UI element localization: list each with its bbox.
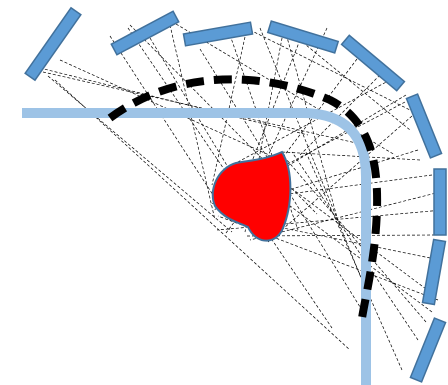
dashed-arc [107,75,382,319]
detector-panels [24,6,447,383]
detector-panel-6 [405,93,443,159]
projection-ray-1 [39,67,309,136]
detector-panel-8 [421,238,447,306]
projection-ray-27 [291,151,419,341]
detector-panel-2 [110,10,180,56]
projection-ray-19 [223,149,419,211]
projection-ray-20 [213,174,433,205]
detector-panel-5 [340,34,406,92]
detector-panel-7 [433,168,447,236]
projection-ray-34 [235,79,391,164]
projection-ray-38 [259,27,371,301]
projection-ray-24 [274,175,435,296]
projection-ray-33 [229,39,301,218]
detector-panel-1 [24,6,82,82]
projection-ray-23 [216,209,444,231]
projection-ray-10 [249,29,421,116]
detector-panel-9 [409,317,447,383]
projection-ray-18 [267,115,413,243]
detector-panel-4 [266,20,340,54]
projection-ray-12 [284,29,341,229]
projection-ray-26 [279,151,427,323]
projection-ray-21 [249,191,441,241]
l-shaped-track [22,108,371,385]
projection-ray-16 [299,74,381,156]
heart-source [211,150,292,242]
detector-panel-3 [182,21,254,47]
projection-ray-7 [169,24,216,221]
projection-ray-11 [244,32,284,233]
projection-ray-35 [281,151,421,161]
projection-ray-31 [54,79,351,351]
